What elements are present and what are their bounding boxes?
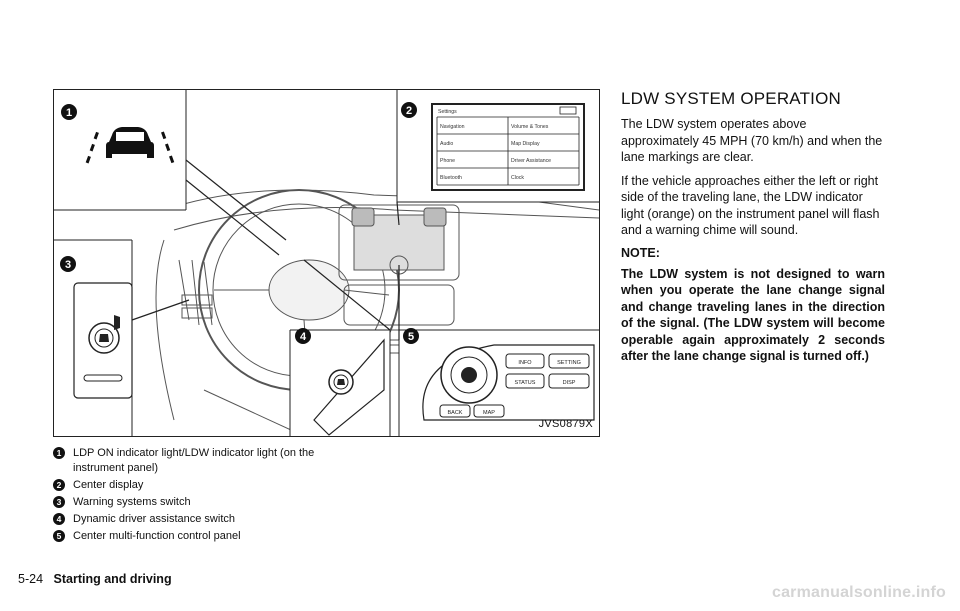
panel-label: DISP — [563, 380, 576, 386]
callout-number: 2 — [53, 478, 65, 491]
marker-2: 2 — [406, 105, 412, 117]
callout-text: LDP ON indicator light/LDW indicator lig… — [73, 447, 315, 474]
marker-3: 3 — [65, 259, 71, 271]
callout-text: Center multi-function control panel — [73, 529, 241, 542]
screen-item: Bluetooth — [440, 175, 462, 181]
figure-code: JVS0879X — [538, 418, 593, 430]
marker-4: 4 — [300, 331, 307, 343]
screen-item: Navigation — [440, 124, 465, 130]
callout-text: Warning systems switch — [73, 495, 191, 508]
callout-number: 4 — [53, 512, 65, 525]
page-number: 5-24 — [18, 572, 44, 586]
section-title: LDW SYSTEM OPERATION — [621, 89, 841, 108]
panel-label: INFO — [518, 360, 532, 366]
screen-item: Volume & Tones — [511, 124, 549, 130]
panel-label: STATUS — [515, 380, 536, 386]
callout-item: 2 Center display — [53, 478, 333, 493]
panel-label: SETTING — [557, 360, 581, 366]
screen-item: Driver Assistance — [511, 158, 551, 164]
callout-list: 1 LDP ON indicator light/LDW indicator l… — [53, 446, 333, 546]
dashboard-drawing: 1 2 3 4 5 Settings Navigation Volume & T… — [54, 90, 599, 436]
paragraph: The LDW system operates above approximat… — [621, 117, 883, 164]
screen-item: Clock — [511, 175, 524, 181]
screen-item: Map Display — [511, 141, 540, 147]
section-ldw-operation: LDW SYSTEM OPERATION The LDW system oper… — [621, 89, 885, 372]
callout-text: Dynamic driver assistance switch — [73, 512, 235, 525]
callout-number: 1 — [53, 447, 65, 459]
screen-item: Audio — [440, 141, 453, 147]
callout-item: 1 LDP ON indicator light/LDW indicator l… — [53, 446, 333, 475]
figure-markers: 1 2 3 4 5 — [60, 102, 419, 344]
paragraph: If the vehicle approaches either the lef… — [621, 173, 880, 238]
screen-item: Phone — [440, 158, 455, 164]
callout-text: Center display — [73, 478, 144, 491]
note-text: The LDW system is not designed to warn w… — [621, 266, 885, 364]
watermark: carmanualsonline.info — [771, 584, 946, 601]
callout-number: 5 — [53, 529, 65, 542]
marker-1: 1 — [66, 107, 72, 119]
dashboard-illustration: 1 2 3 4 5 Settings Navigation Volume & T… — [53, 89, 600, 437]
callout-item: 5 Center multi-function control panel — [53, 529, 333, 544]
panel-label: BACK — [448, 410, 463, 416]
chapter-title: Starting and driving — [53, 572, 172, 586]
callout-item: 4 Dynamic driver assistance switch — [53, 512, 333, 527]
note-label: NOTE: — [621, 245, 660, 260]
callout-item: 3 Warning systems switch — [53, 495, 333, 510]
marker-5: 5 — [408, 331, 414, 343]
panel-label: MAP — [483, 410, 495, 416]
screen-title: Settings — [438, 109, 457, 115]
page-footer: 5-24 Starting and driving — [18, 572, 172, 586]
callout-number: 3 — [53, 495, 65, 508]
